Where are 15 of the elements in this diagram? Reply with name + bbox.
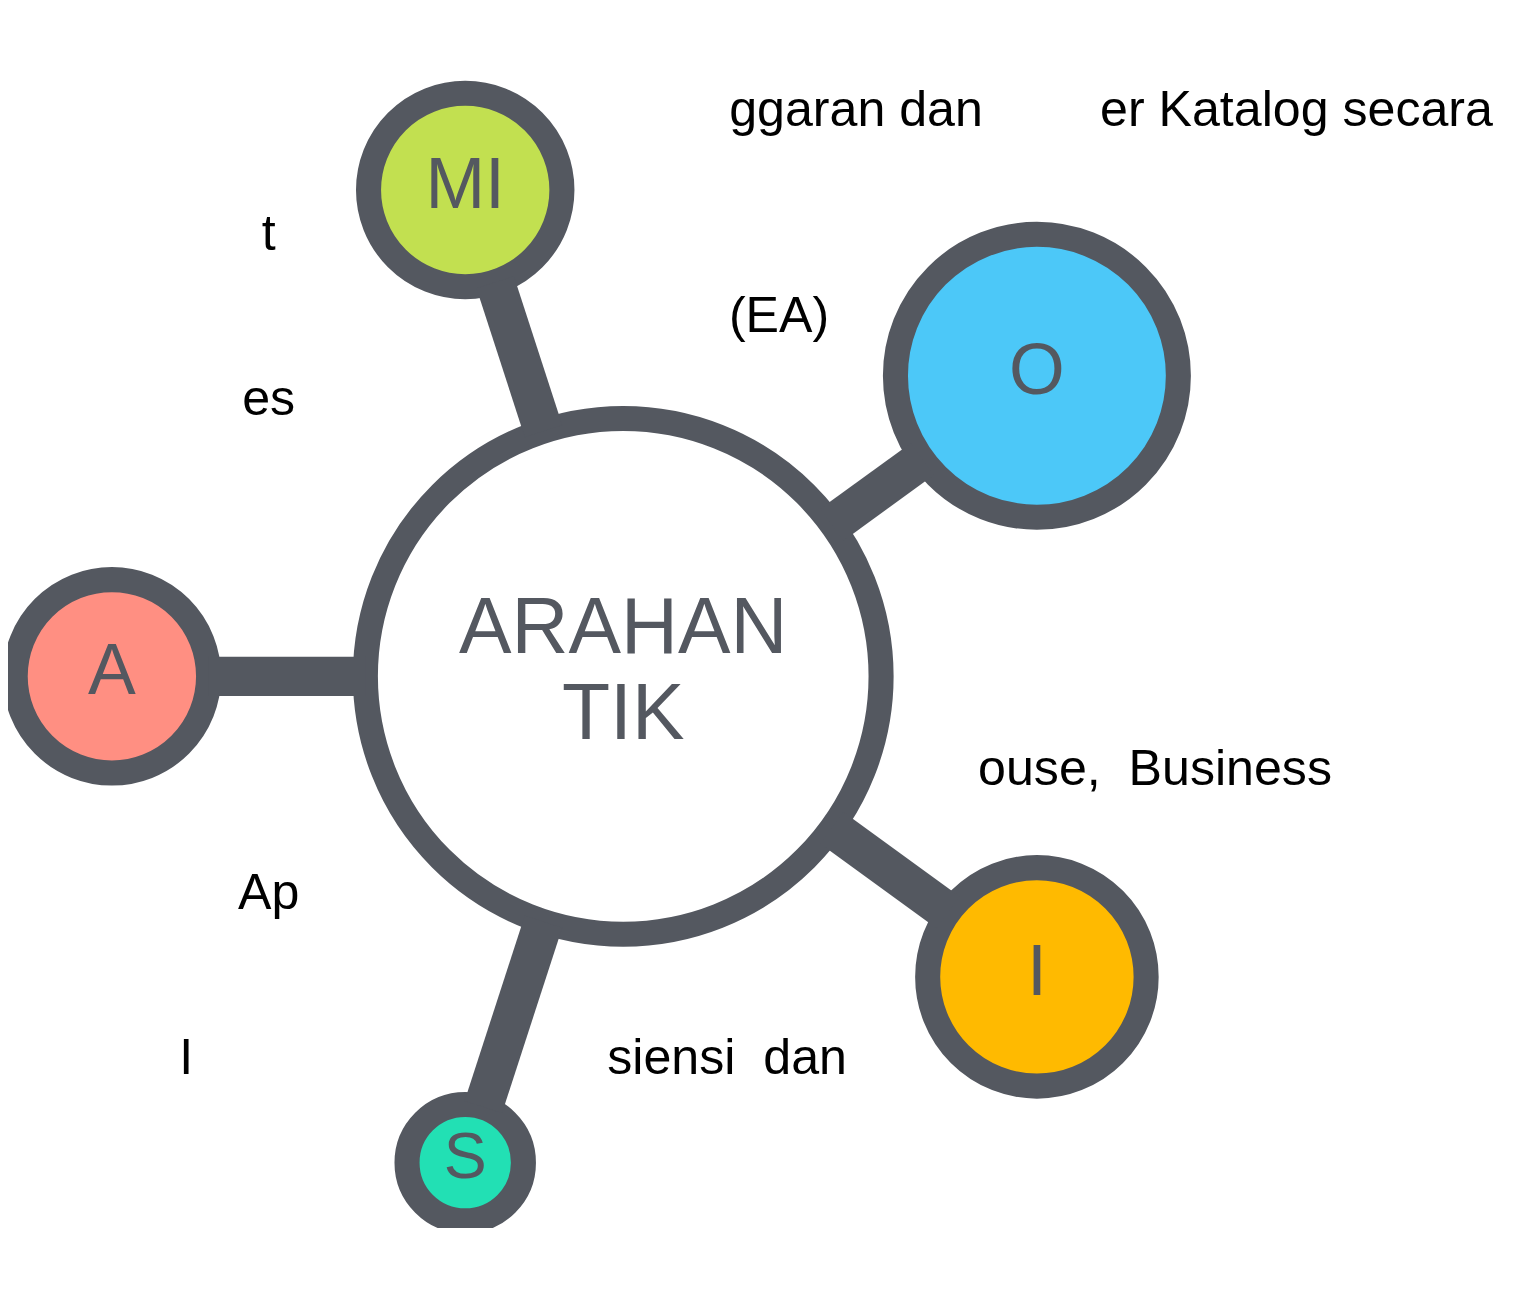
label: es: [242, 369, 296, 426]
node-circle: S: [394, 1091, 536, 1228]
node-circle: ARAHAN TIK: [352, 405, 894, 947]
label: I: [179, 1028, 194, 1085]
label: er Katalog secara: [1100, 80, 1493, 137]
label: ggaran dan: [729, 80, 983, 137]
label: ouse, Business: [978, 739, 1332, 796]
node-circle: MI: [356, 80, 575, 299]
node-circle: O: [882, 221, 1191, 530]
node-circle: I: [915, 854, 1159, 1099]
label: siensi dan: [607, 1028, 847, 1085]
label: Ap: [238, 863, 300, 920]
label: (EA): [728, 286, 830, 343]
label: t: [261, 204, 276, 261]
node-circle: A: [8, 566, 222, 786]
